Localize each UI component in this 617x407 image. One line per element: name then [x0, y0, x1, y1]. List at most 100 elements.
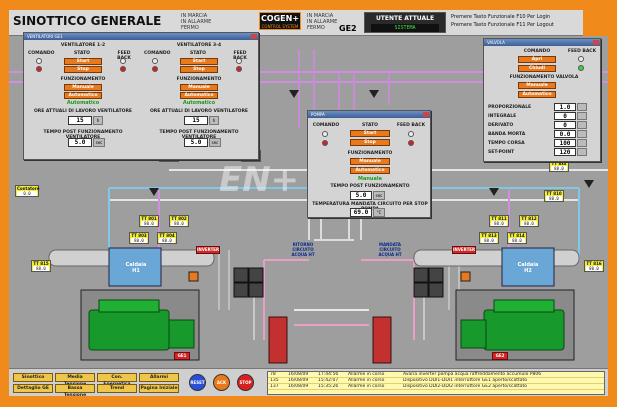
footer-nav-button[interactable]: Trend: [97, 384, 137, 393]
fan-start-button[interactable]: Start: [64, 58, 102, 65]
valve-param-input[interactable]: 0: [554, 112, 576, 120]
fans-panel-titlebar[interactable]: VENTILATORI GE1: [24, 33, 258, 40]
valve-manual-button[interactable]: Manuale: [518, 82, 556, 89]
valve-param-label: TEMPO CORSA: [488, 141, 525, 146]
inverter-right-label[interactable]: INVERTER: [452, 246, 476, 254]
fan-post-time-label: TEMPO POST FUNZIONAMENTO VENTILATORE: [159, 130, 239, 140]
pump-command-lamp-start: [322, 131, 328, 137]
close-icon[interactable]: [251, 34, 257, 39]
alarm-text: Dispositivo DDI1-DDI1 interruttore GE1 a…: [403, 378, 528, 383]
fan-manual-button[interactable]: Manuale: [64, 84, 102, 91]
valve-param-input[interactable]: 0.0: [554, 130, 576, 138]
watermark-logo: EN+: [219, 160, 300, 200]
alarm-id: 135: [270, 378, 279, 383]
footer-nav-button[interactable]: Pagina Iniziale: [139, 384, 179, 393]
alarm-date: 16/08/09: [288, 372, 309, 377]
footer-nav-button[interactable]: Dettaglio GE: [13, 384, 53, 393]
valve-param-input[interactable]: 1.0: [554, 103, 576, 111]
close-icon[interactable]: [423, 112, 429, 117]
fan-hours-value[interactable]: 15: [184, 116, 208, 125]
pump-start-button[interactable]: Start: [350, 130, 390, 137]
alarm-state: Allarme in corso: [348, 384, 385, 389]
reset-button[interactable]: RESET: [189, 374, 206, 391]
valve-open-lamp: [578, 56, 584, 62]
alarm-date: 16/08/09: [288, 384, 309, 389]
inverter-left-label[interactable]: INVERTER: [196, 246, 220, 254]
valve-param-unit: [577, 103, 587, 111]
pump-panel-titlebar[interactable]: POMPA: [308, 111, 430, 118]
cogen-logo: COGEN+CONTROL SYSTEM: [259, 12, 301, 30]
fan-feedback-lamp-off: [120, 66, 126, 72]
footer-nav-button[interactable]: Allarmi: [139, 373, 179, 382]
valve-open-button[interactable]: Apri: [518, 56, 556, 63]
fan-group-title: VENTILATORE 3-4: [176, 43, 222, 48]
engine-ge2: [460, 299, 565, 351]
boiler-h1-label: Caldaia H1: [125, 262, 147, 274]
fan-mode-label: FUNZIONAMENTO: [60, 77, 106, 82]
fan-command-label: COMANDO: [144, 51, 171, 56]
valve-param-label: SET-POINT: [488, 150, 515, 155]
valve-close-button[interactable]: Chiudi: [518, 65, 556, 72]
footer-nav-button[interactable]: Con. Energetica: [97, 373, 137, 387]
pump-feedback-lamp-on: [408, 131, 414, 137]
delivery-circuit-label: MANDATA CIRCUITO ACQUA HT: [378, 242, 402, 257]
valve-param-unit: [577, 130, 587, 138]
footer-nav-button[interactable]: Sinottico: [13, 373, 53, 382]
pump-post-time-input[interactable]: 5.0: [350, 191, 372, 200]
engine-ge1-label[interactable]: GE1: [174, 352, 190, 360]
fan-hours-value[interactable]: 15: [68, 116, 92, 125]
fan-hours-label: ORE ATTUALI DI LAVORO VENTILATORE: [33, 109, 133, 114]
pump-auto-button[interactable]: Automatico: [350, 167, 390, 174]
fan-manual-button[interactable]: Manuale: [180, 84, 218, 91]
fan-stop-button[interactable]: Stop: [64, 66, 102, 73]
valve-param-input[interactable]: 0: [554, 121, 576, 129]
footer-nav-button[interactable]: Bassa Tensione: [55, 384, 95, 396]
pump-mode-status: Manuale: [358, 176, 382, 182]
fan-post-time-input[interactable]: 5.0: [184, 138, 208, 147]
stop-button[interactable]: STOP: [237, 374, 254, 391]
footer-nav-button[interactable]: Media Tensione: [55, 373, 95, 387]
pump-stop-button[interactable]: Stop: [350, 139, 390, 146]
ack-button[interactable]: ACK: [213, 374, 230, 391]
status-legend-left: IN MARCIA IN ALLARME FERMO: [181, 13, 211, 31]
fan-feedback-lamp-off: [236, 66, 242, 72]
valve-param-input[interactable]: 100: [554, 139, 576, 147]
fan-mode-status: Automatico: [182, 100, 216, 106]
fan-start-button[interactable]: Start: [180, 58, 218, 65]
fan-stop-button[interactable]: Stop: [180, 66, 218, 73]
alarm-state: Allarme in corso: [348, 372, 385, 377]
pump-stop-temp-input[interactable]: 69.0: [350, 208, 372, 217]
engine-ge2-label[interactable]: GE2: [492, 352, 508, 360]
valve-auto-button[interactable]: Automatico: [518, 91, 556, 98]
header-accent: [583, 10, 608, 36]
fan-auto-button[interactable]: Automatico: [180, 92, 218, 99]
valve-param-input[interactable]: 120: [554, 148, 576, 156]
valve-param-label: BANDA MORTA: [488, 132, 526, 137]
fan-post-time-input[interactable]: 5.0: [68, 138, 92, 147]
pump-manual-button[interactable]: Manuale: [350, 158, 390, 165]
alarm-state: Allarme in corso: [348, 378, 385, 383]
valve-param-unit: [577, 139, 587, 147]
close-icon[interactable]: [593, 40, 599, 45]
valve-panel-titlebar[interactable]: VALVOLA: [484, 39, 600, 46]
fan-mode-label: FUNZIONAMENTO: [176, 77, 222, 82]
fan-auto-button[interactable]: Automatico: [64, 92, 102, 99]
